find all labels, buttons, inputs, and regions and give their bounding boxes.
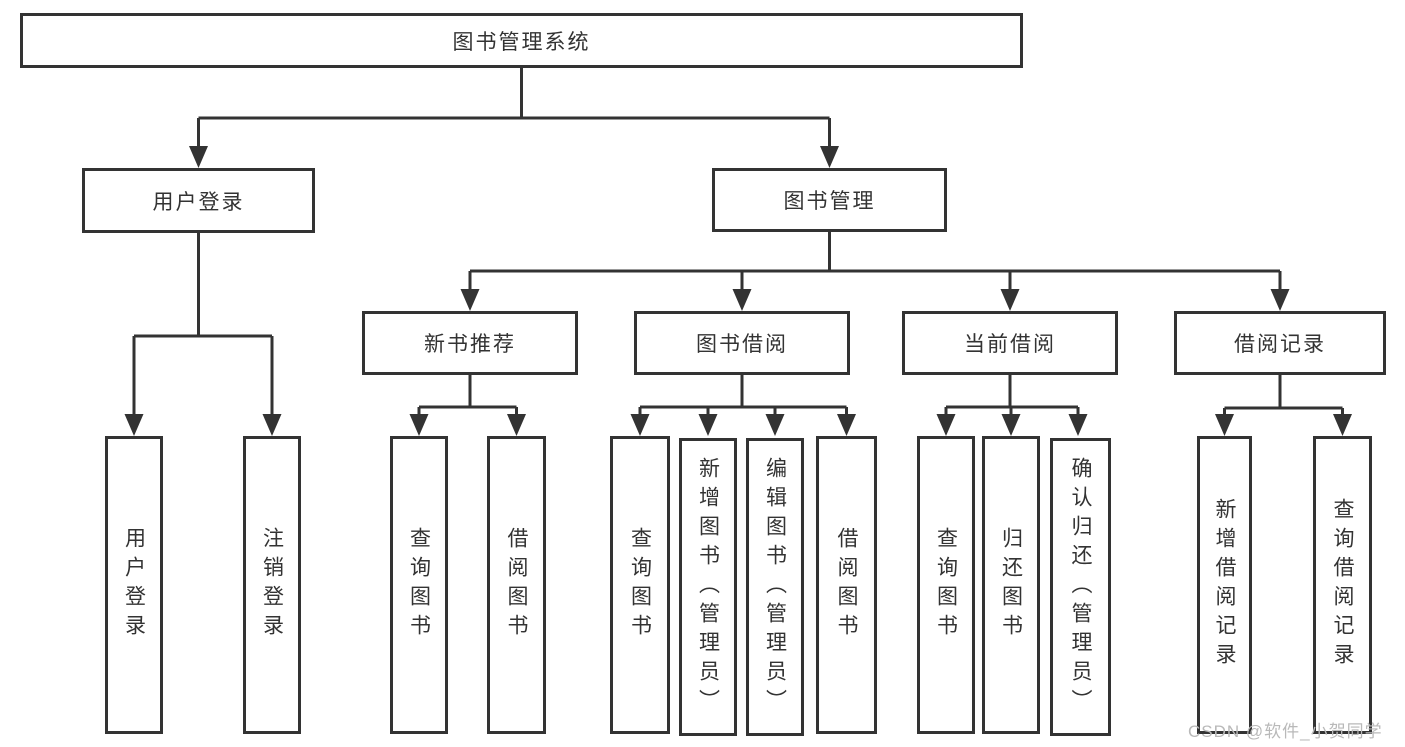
leaf-borrow-book-recommend-label: 借阅图书 [505,527,528,643]
node-root-label: 图书管理系统 [452,30,591,54]
node-book-borrow: 图书借阅 [634,311,850,375]
leaf-query-book-current: 查询图书 [917,436,975,734]
leaf-edit-book-admin: 编辑图书（管理员） [746,438,804,736]
node-borrow-record: 借阅记录 [1174,311,1386,375]
leaf-add-book-admin: 新增图书（管理员） [679,438,737,736]
leaf-edit-book-admin-label: 编辑图书（管理员） [763,456,787,718]
node-borrow-record-label: 借阅记录 [1234,333,1326,356]
leaf-query-borrow-record-label: 查询借阅记录 [1331,498,1354,672]
node-current-borrow: 当前借阅 [902,311,1118,375]
leaf-user-login: 用户登录 [105,436,163,734]
leaf-add-borrow-record: 新增借阅记录 [1197,436,1252,734]
leaf-query-book-current-label: 查询图书 [934,527,958,643]
node-new-book-recommend: 新书推荐 [362,311,578,375]
leaf-confirm-return-admin: 确认归还（管理员） [1050,438,1111,736]
leaf-logout-label: 注销登录 [260,527,284,643]
leaf-logout: 注销登录 [243,436,301,734]
leaf-borrow-book: 借阅图书 [816,436,877,734]
node-current-borrow-label: 当前借阅 [964,333,1056,356]
leaf-borrow-book-label: 借阅图书 [835,527,858,643]
leaf-query-book-borrow-label: 查询图书 [628,527,652,643]
leaf-borrow-book-recommend: 借阅图书 [487,436,546,734]
leaf-add-book-admin-label: 新增图书（管理员） [696,456,720,718]
leaf-query-book-recommend: 查询图书 [390,436,448,734]
node-user-login-label: 用户登录 [152,190,245,214]
leaf-confirm-return-admin-label: 确认归还（管理员） [1069,456,1092,718]
leaf-return-book: 归还图书 [982,436,1040,734]
leaf-user-login-label: 用户登录 [122,527,146,643]
node-new-book-recommend-label: 新书推荐 [424,333,516,356]
leaf-query-borrow-record: 查询借阅记录 [1313,436,1372,734]
arrowheads [124,146,1352,436]
leaf-add-borrow-record-label: 新增借阅记录 [1213,498,1236,672]
node-book-management-label: 图书管理 [783,190,876,213]
node-book-management: 图书管理 [712,168,947,232]
csdn-watermark: CSDN @软件_小贺同学 [1188,722,1383,741]
leaf-query-book-recommend-label: 查询图书 [407,527,431,643]
node-user-login: 用户登录 [82,168,315,233]
node-book-borrow-label: 图书借阅 [696,333,788,356]
node-root: 图书管理系统 [20,13,1023,68]
leaf-return-book-label: 归还图书 [999,527,1023,643]
connector-segments [132,68,1344,416]
leaf-query-book-borrow: 查询图书 [610,436,670,734]
